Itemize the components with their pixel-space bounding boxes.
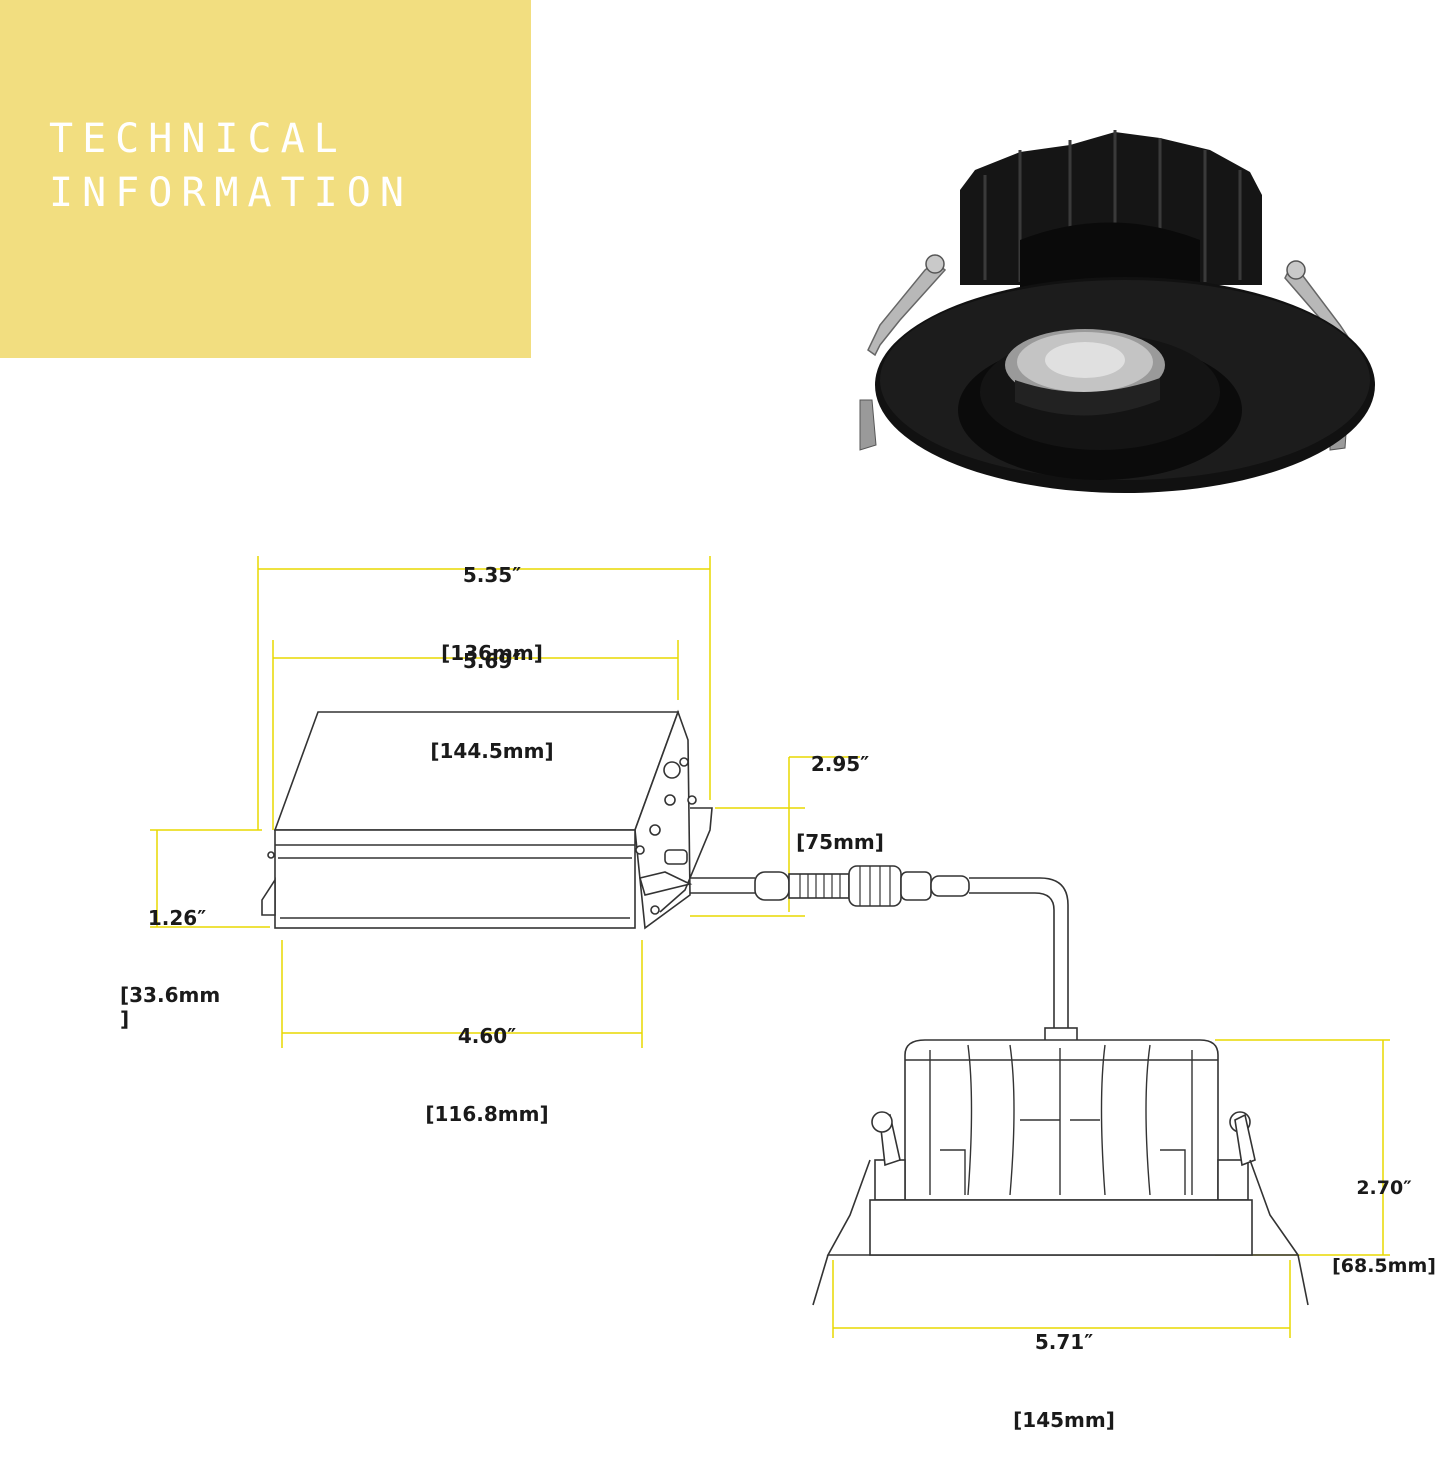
dim-overall-length-inch: 5.69″ xyxy=(462,649,522,673)
dim-driver-length-mm: [136mm] xyxy=(441,641,543,665)
led-lens xyxy=(1005,329,1165,416)
dim-cable-clearance-inch: 2.95″ xyxy=(810,752,870,776)
fixture-side-view xyxy=(812,1039,1309,1306)
dim-driver-height-mm: [33.6mm ] xyxy=(120,983,221,1031)
dim-driver-height: 1.26″ [33.6mm ] xyxy=(102,853,252,1057)
dim-driver-length: 5.35″ [136mm] xyxy=(392,510,592,692)
technical-info-banner: TECHNICAL INFORMATION xyxy=(0,0,531,358)
downlight-photo xyxy=(859,130,1375,493)
dim-driver-base-inch: 4.60″ xyxy=(457,1024,517,1048)
dim-fixture-height-mm: [68.5mm] xyxy=(1332,1255,1436,1277)
dim-driver-base: 4.60″ [116.8mm] xyxy=(387,971,587,1153)
dim-trim-diameter-mm: [145mm] xyxy=(1013,1408,1115,1432)
dim-trim-diameter-inch: 5.71″ xyxy=(1034,1330,1094,1354)
spring-clip-left xyxy=(859,254,947,451)
dim-overall-length-mm: [144.5mm] xyxy=(430,739,554,763)
dim-trim-diameter: 5.71″ [145mm] xyxy=(964,1277,1164,1459)
dim-fixture-height-inch: 2.70″ xyxy=(1356,1177,1412,1199)
banner-title: TECHNICAL INFORMATION xyxy=(49,116,413,216)
driver-box xyxy=(261,709,713,930)
dim-cable-clearance-mm: [75mm] xyxy=(796,830,884,854)
dim-driver-base-mm: [116.8mm] xyxy=(425,1102,549,1126)
dim-fixture-height: 2.70″ [68.5mm] xyxy=(1323,1123,1445,1305)
dim-overall-length: 5.69″ [144.5mm] xyxy=(392,596,592,790)
dim-driver-height-inch: 1.26″ xyxy=(147,906,207,930)
dimension-lines xyxy=(150,556,1390,1338)
cable-connector xyxy=(638,865,1078,1043)
dim-cable-clearance: 2.95″ [75mm] xyxy=(770,699,910,881)
dim-driver-length-inch: 5.35″ xyxy=(462,563,522,587)
technical-drawing xyxy=(150,556,1390,1338)
heat-sink xyxy=(960,130,1262,290)
